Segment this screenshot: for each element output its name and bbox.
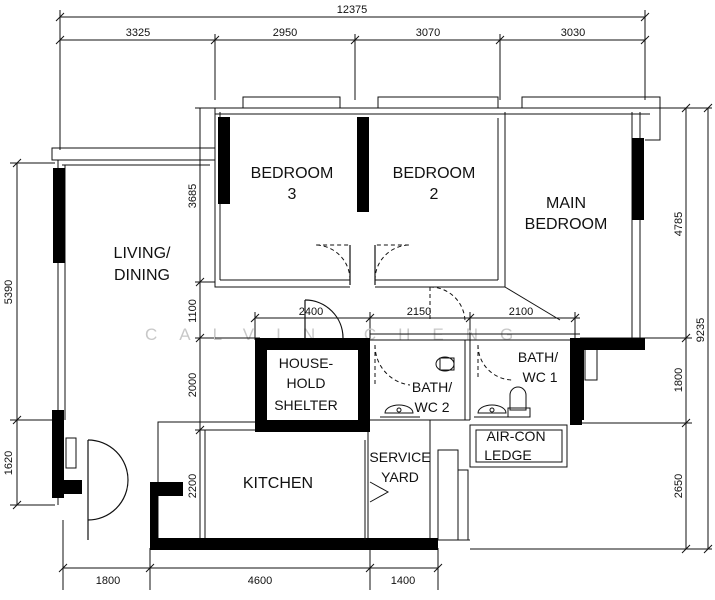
basin-icon [384,404,414,414]
dim-right-1: 4785 [673,212,685,236]
label-aircon-line1: AIR-CON [486,428,545,444]
bottom-dimensions: 1800 4600 1400 [58,520,443,590]
label-bedroom2-line2: 2 [430,186,439,203]
fixtures [380,356,531,418]
label-bath2-line1: BATH/ [412,379,452,395]
dim-bottom-1: 1800 [96,575,120,587]
label-bath2-line2: WC 2 [415,399,450,415]
dim-top-1: 3325 [126,27,150,39]
label-kitchen: KITCHEN [243,475,313,492]
label-shelter-line2: HOLD [287,375,326,391]
dim-inner-3: 2000 [187,373,199,397]
dim-corridor-3: 2100 [509,306,533,318]
room-outlines [51,96,661,541]
dim-right-2: 1800 [673,368,685,392]
dim-inner-1: 3685 [187,184,199,208]
dim-corridor-2: 2150 [407,306,431,318]
doors [65,244,513,540]
dim-top-3: 3070 [416,27,440,39]
label-service-line2: YARD [381,469,419,485]
dim-left-2: 1620 [3,451,15,475]
top-dimensions: 12375 3325 2950 3070 3030 [55,4,650,150]
dim-inner-4: 2200 [187,474,199,498]
dim-top-total: 12375 [337,4,368,16]
toilet-icon-2 [509,386,527,411]
walls [52,117,645,550]
label-living-line2: DINING [114,267,170,284]
dim-left-1: 5390 [3,280,15,304]
basin-icon-2 [477,404,507,414]
dim-right-total: 9235 [695,318,707,342]
watermark: CALVIN CHENG [145,325,535,344]
dim-top-4: 3030 [561,27,585,39]
label-living-line1: LIVING/ [114,245,171,262]
left-dimensions: 5390 1620 [3,158,55,510]
label-main-bedroom-line2: BEDROOM [525,216,608,233]
dim-bottom-2: 4600 [248,575,272,587]
label-bedroom3-line1: BEDROOM [251,165,334,182]
dim-inner-2: 1100 [187,299,199,323]
dim-bottom-3: 1400 [391,575,415,587]
label-bedroom3-line2: 3 [288,186,297,203]
room-labels: BEDROOM 3 BEDROOM 2 MAIN BEDROOM LIVING/… [114,165,608,492]
label-bath1-line2: WC 1 [523,369,558,385]
label-main-bedroom-line1: MAIN [546,195,586,212]
label-service-line1: SERVICE [369,449,430,465]
dim-right-3: 2650 [673,474,685,498]
label-shelter-line1: HOUSE- [279,355,334,371]
label-shelter-line3: SHELTER [274,397,338,413]
toilet-bowl-icon [435,356,455,372]
dim-corridor-1: 2400 [299,306,323,318]
dim-top-2: 2950 [273,27,297,39]
label-aircon-line2: LEDGE [484,447,531,463]
label-bath1-line1: BATH/ [518,349,558,365]
label-bedroom2-line1: BEDROOM [393,165,476,182]
corridor-dimensions: 2400 2150 2100 [250,306,580,340]
